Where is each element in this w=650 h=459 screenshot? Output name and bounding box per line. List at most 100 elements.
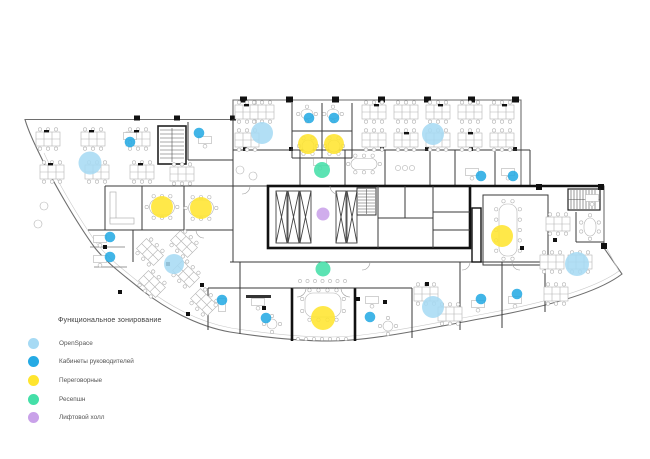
sofa	[109, 191, 135, 225]
desk-cluster	[80, 127, 106, 151]
building-core	[266, 184, 472, 250]
zone-marker-переговорные	[151, 196, 173, 218]
elevator-hall-swatch-icon	[28, 412, 39, 424]
desk-cluster	[539, 250, 565, 274]
desk-cluster	[137, 269, 167, 299]
desk-cluster	[169, 162, 195, 186]
elevator-shafts	[275, 190, 358, 244]
desk-cluster	[135, 237, 165, 267]
round-table	[248, 171, 258, 181]
desk-cluster	[489, 128, 515, 152]
legend-item-executive-offices: Кабинеты руководителей	[27, 353, 257, 372]
desk	[471, 300, 485, 313]
zone-marker-кабинеты-руководителей	[216, 294, 228, 306]
chair-row	[298, 279, 347, 283]
zone-marker-кабинеты-руководителей	[475, 293, 487, 305]
left-wing-stairs	[157, 125, 187, 165]
elevator-shaft	[287, 190, 300, 244]
zone-marker-лифтовой-холл	[316, 207, 330, 221]
desk-cluster	[249, 100, 275, 124]
desk-cluster	[543, 282, 569, 306]
legend-item-meeting-rooms: Переговорные	[27, 371, 257, 390]
legend-title: Функциональное зонирование	[58, 317, 162, 324]
zone-marker-openspace	[164, 254, 184, 274]
desk	[585, 194, 599, 207]
desk	[465, 168, 479, 181]
legend-item-label: Лифтовой холл	[59, 414, 105, 422]
zone-marker-переговорные	[491, 225, 513, 247]
legend-item-elevator-hall: Лифтовой холл	[27, 408, 257, 427]
desk-cluster	[393, 128, 419, 152]
legend-item-label: Ресепшн	[59, 395, 86, 403]
desk-cluster	[457, 100, 483, 124]
desk-cluster	[361, 100, 387, 124]
elevator-shaft	[346, 190, 358, 244]
zone-marker-ресепшн	[314, 162, 330, 178]
meeting-table	[346, 153, 382, 175]
desk-cluster	[189, 287, 219, 317]
zone-marker-openspace	[565, 252, 589, 276]
elevator-shaft	[275, 190, 288, 244]
zone-marker-openspace	[422, 296, 444, 318]
zone-marker-кабинеты-руководителей	[475, 170, 487, 182]
furniture-layer	[33, 100, 601, 341]
chair-row	[296, 337, 348, 341]
round-table	[33, 219, 43, 229]
zone-marker-кабинеты-руководителей	[364, 311, 376, 323]
reception-swatch-icon	[28, 393, 39, 405]
legend-list: OpenSpace Кабинеты руководителей Перегов…	[27, 334, 257, 427]
zone-marker-кабинеты-руководителей	[511, 288, 523, 300]
desk-cluster	[489, 100, 515, 124]
elevator-shaft	[299, 190, 312, 244]
round-table	[409, 165, 415, 171]
zone-marker-кабинеты-руководителей	[104, 231, 116, 243]
zone-marker-переговорные	[311, 306, 335, 330]
desk	[198, 136, 212, 149]
zone-marker-переговорные	[190, 197, 212, 219]
zoning-markers-layer	[78, 112, 589, 330]
zone-marker-кабинеты-руководителей	[124, 136, 136, 148]
legend-item-reception: Ресепшн	[27, 390, 257, 409]
desk-cluster	[457, 128, 483, 152]
round-table	[377, 315, 398, 336]
zone-marker-кабинеты-руководителей	[193, 127, 205, 139]
openspace-swatch-icon	[28, 337, 39, 349]
legend-item-openspace: OpenSpace	[27, 334, 257, 353]
legend-item-label: OpenSpace	[59, 339, 93, 347]
round-table	[395, 165, 401, 171]
interior-walls	[88, 103, 604, 341]
desk	[93, 255, 107, 268]
zone-marker-ресепшн	[315, 261, 331, 277]
executive-offices-swatch-icon	[28, 356, 39, 368]
zone-marker-кабинеты-руководителей	[303, 112, 315, 124]
zone-marker-кабинеты-руководителей	[104, 251, 116, 263]
zone-marker-кабинеты-руководителей	[260, 312, 272, 324]
meeting-table	[579, 213, 601, 241]
zone-marker-кабинеты-руководителей	[507, 170, 519, 182]
desk	[508, 296, 522, 309]
legend: Функциональное зонирование OpenSpace Каб…	[27, 317, 257, 427]
round-table	[39, 201, 49, 211]
legend-item-label: Кабинеты руководителей	[59, 358, 134, 366]
round-table	[402, 165, 408, 171]
desk	[251, 298, 265, 311]
elevator-shaft	[335, 190, 347, 244]
desk-cluster	[169, 229, 199, 259]
zone-marker-переговорные	[298, 134, 318, 154]
desk-cluster	[39, 160, 65, 184]
core-stairs	[356, 187, 377, 216]
zone-marker-переговорные	[324, 134, 344, 154]
desk-cluster	[545, 212, 571, 236]
facade-columns	[134, 96, 607, 249]
meeting-rooms-swatch-icon	[28, 374, 39, 386]
zone-marker-openspace	[251, 122, 273, 144]
desk-cluster	[361, 128, 387, 152]
desk	[365, 296, 379, 309]
zone-marker-openspace	[422, 123, 444, 145]
round-table	[235, 165, 245, 175]
zone-marker-openspace	[78, 151, 102, 175]
zone-marker-кабинеты-руководителей	[328, 112, 340, 124]
legend-item-label: Переговорные	[59, 376, 103, 384]
